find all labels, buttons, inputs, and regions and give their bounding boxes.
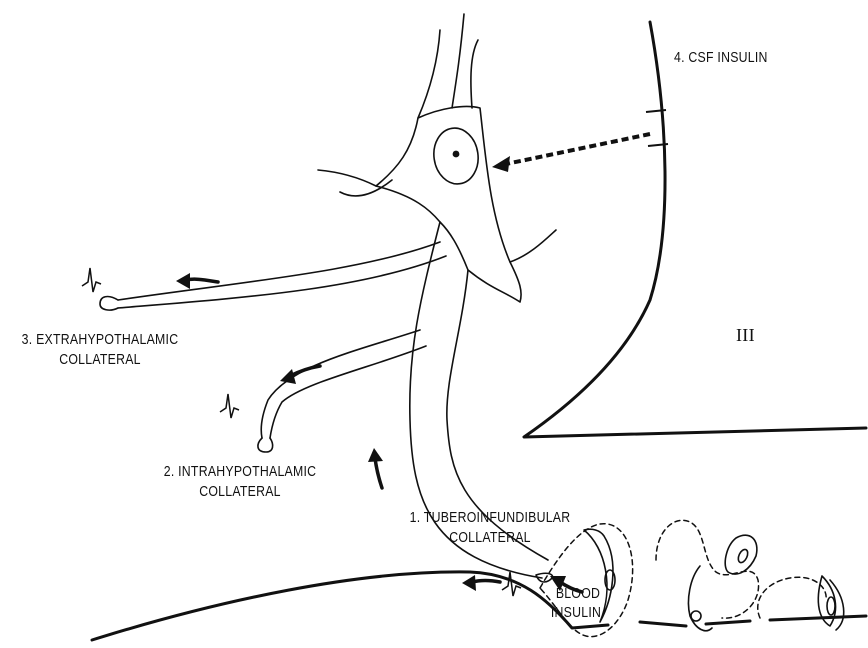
extrahypothalamic-axon bbox=[118, 242, 446, 308]
csf-insulin-arrow bbox=[492, 134, 650, 172]
extrahypothalamic-label-line2: COLLATERAL bbox=[18, 350, 182, 369]
dendrite-right bbox=[510, 230, 556, 262]
extrahypothalamic-terminal bbox=[100, 297, 118, 311]
third-ventricle-label: III bbox=[736, 326, 755, 345]
third-ventricle-wall bbox=[524, 22, 866, 437]
csf-insulin-label: 4. CSF INSULIN bbox=[674, 48, 768, 67]
capillary-loop-3 bbox=[758, 577, 826, 618]
red-blood-cell-3-core bbox=[827, 597, 835, 615]
red-blood-cell-2b-core bbox=[736, 548, 749, 564]
intrahypothalamic-terminal bbox=[258, 438, 273, 452]
intrahypothalamic-label-line2: COLLATERAL bbox=[158, 482, 322, 501]
spike-icon-extra bbox=[82, 268, 101, 292]
blood-insulin-label-line1: BLOOD bbox=[553, 584, 602, 603]
arrow-intra bbox=[290, 366, 320, 376]
red-blood-cell-2-core bbox=[691, 611, 701, 621]
red-blood-cell-3 bbox=[818, 576, 843, 630]
nucleolus bbox=[453, 151, 460, 158]
red-blood-cell-2b bbox=[725, 535, 757, 574]
tuberoinfundibular-label-line2: COLLATERAL bbox=[408, 528, 572, 547]
arrow-floor-head bbox=[462, 575, 476, 591]
spike-icon-intra bbox=[220, 394, 239, 418]
dendrite-upper bbox=[418, 14, 478, 118]
neuron-cell-body bbox=[376, 106, 521, 302]
intrahypothalamic-axon bbox=[261, 330, 426, 438]
arrow-trunk-head bbox=[368, 448, 383, 462]
arrow-extra-head bbox=[176, 273, 190, 289]
extrahypothalamic-label-line1: 3. EXTRAHYPOTHALAMIC bbox=[18, 330, 182, 349]
tuberoinfundibular-label-line1: 1. TUBEROINFUNDIBULAR bbox=[408, 508, 572, 527]
arrow-floor bbox=[472, 581, 500, 583]
dendrite-left bbox=[318, 170, 392, 196]
arrow-intra-head bbox=[280, 369, 296, 384]
blood-insulin-label-line2: INSULIN bbox=[550, 603, 602, 622]
arrow-extra bbox=[186, 279, 218, 282]
arrow-trunk bbox=[375, 458, 382, 488]
red-blood-cell-2 bbox=[688, 566, 712, 631]
intrahypothalamic-label-line1: 2. INTRAHYPOTHALAMIC bbox=[158, 462, 322, 481]
